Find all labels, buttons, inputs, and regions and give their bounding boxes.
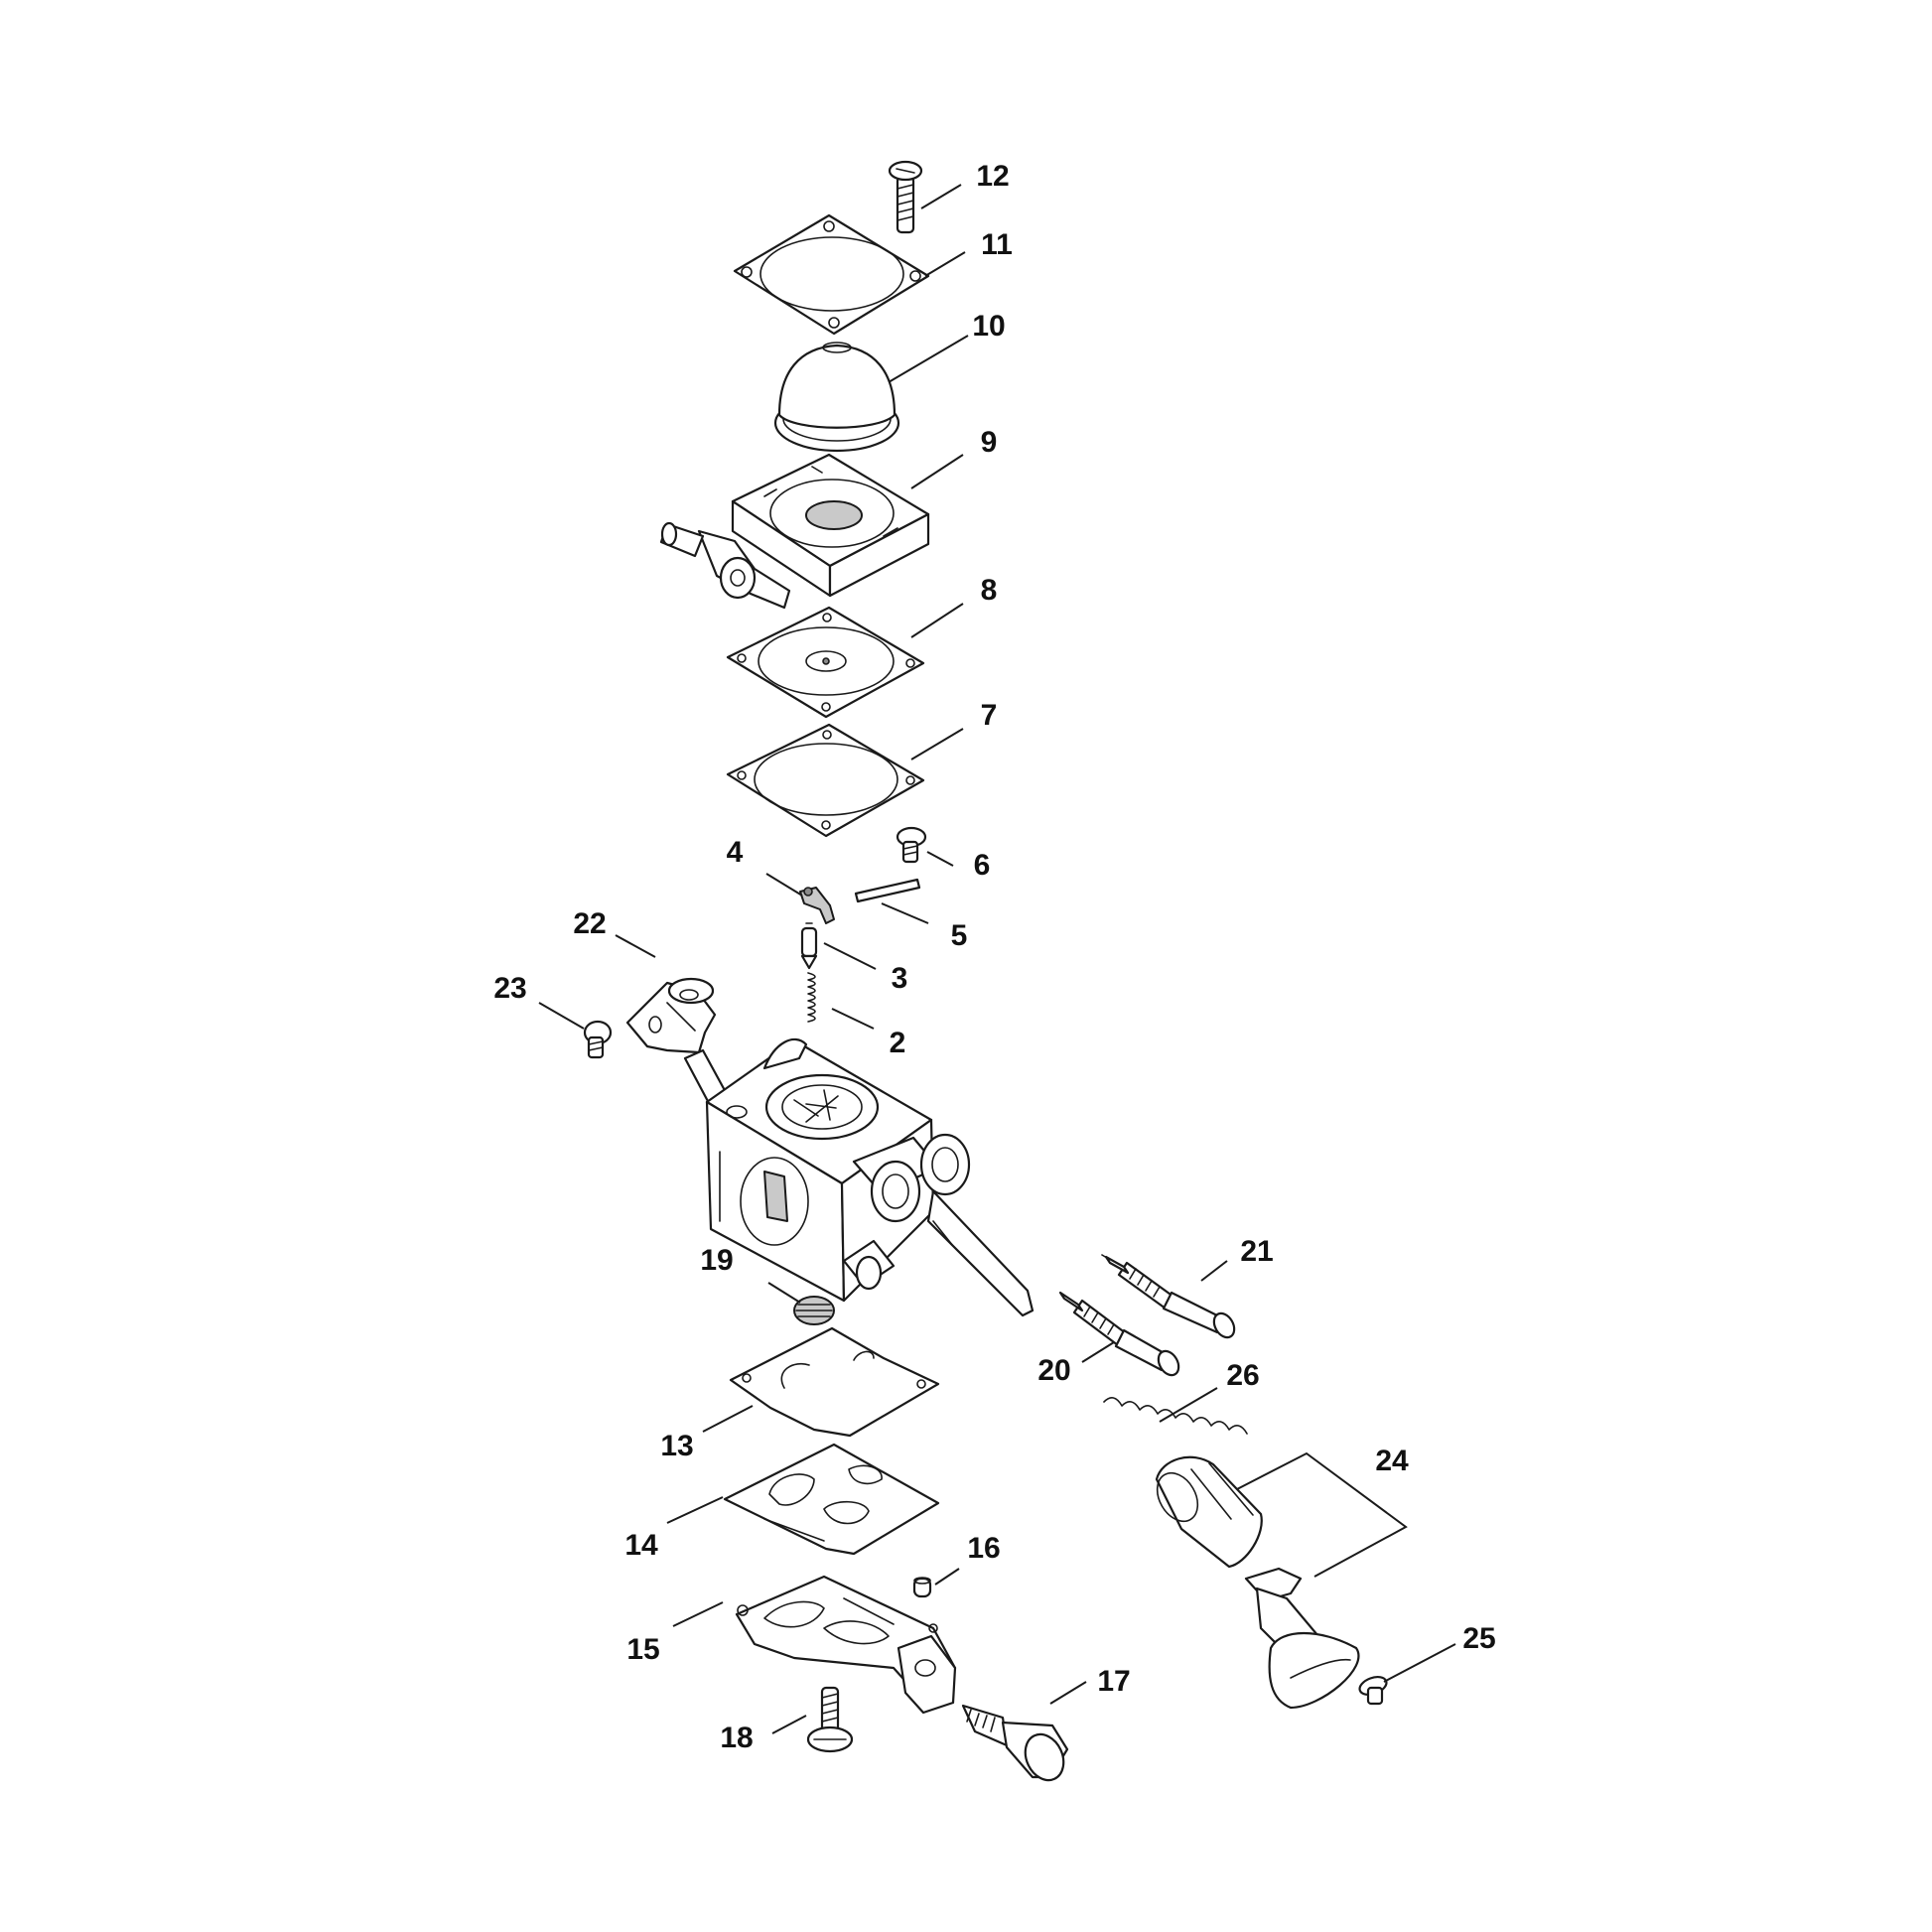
callout-label: 13 — [660, 1430, 694, 1462]
callout-label: 8 — [980, 574, 998, 607]
part-idle-screw — [961, 1704, 1069, 1782]
callout-label: 12 — [976, 160, 1010, 193]
part-primer-bulb — [773, 342, 900, 453]
part-cover-plate — [733, 213, 930, 336]
callout-label: 9 — [980, 426, 998, 459]
callout-label: 17 — [1097, 1665, 1131, 1698]
callout-label: 26 — [1226, 1359, 1260, 1392]
part-screw-top — [888, 160, 923, 234]
callout-label: 20 — [1037, 1354, 1071, 1387]
part-high-speed-screw — [1101, 1254, 1236, 1339]
callout-label: 4 — [726, 836, 744, 869]
part-carburetor-body — [683, 1038, 1035, 1317]
leader-lines — [538, 184, 1456, 1734]
part-small-screw — [896, 826, 927, 864]
part-metering-gasket — [729, 1326, 940, 1438]
callout-label: 11 — [981, 228, 1013, 261]
part-spring — [1103, 1397, 1248, 1435]
part-inlet-control-lever — [799, 887, 835, 924]
callout-label: 21 — [1240, 1235, 1274, 1268]
callout-label: 16 — [967, 1532, 1001, 1565]
callout-label: 14 — [624, 1529, 658, 1562]
callout-label: 15 — [626, 1633, 660, 1666]
part-bottom-screw — [806, 1686, 854, 1753]
part-pivot-pin — [854, 878, 921, 903]
callout-label: 19 — [700, 1244, 734, 1277]
callout-label: 5 — [950, 919, 968, 952]
part-low-speed-screw — [1058, 1291, 1180, 1377]
callout-label: 18 — [720, 1722, 754, 1754]
callout-label: 10 — [972, 310, 1006, 343]
callout-label: 25 — [1462, 1622, 1496, 1655]
callout-label: 6 — [973, 849, 991, 882]
part-clamp — [625, 977, 717, 1054]
callout-label: 2 — [889, 1027, 906, 1059]
part-metering-diaphragm — [723, 1443, 940, 1556]
callout-label: 22 — [573, 907, 607, 940]
part-pump-diaphragm — [726, 606, 925, 719]
part-inlet-needle — [800, 922, 818, 970]
part-end-cover — [735, 1575, 957, 1715]
part-choke-assembly — [1155, 1455, 1360, 1710]
part-plug — [912, 1577, 932, 1598]
part-pump-housing — [659, 453, 930, 610]
part-inlet-spring — [807, 972, 816, 1023]
part-clamp-bolt — [583, 1020, 613, 1059]
callout-label: 24 — [1375, 1445, 1409, 1477]
callout-label: 3 — [891, 962, 908, 995]
part-choke-screw — [1358, 1675, 1388, 1706]
part-fine-filter — [793, 1296, 835, 1325]
callout-label: 7 — [980, 699, 998, 732]
part-gasket — [726, 723, 925, 838]
callout-label: 23 — [493, 972, 527, 1005]
